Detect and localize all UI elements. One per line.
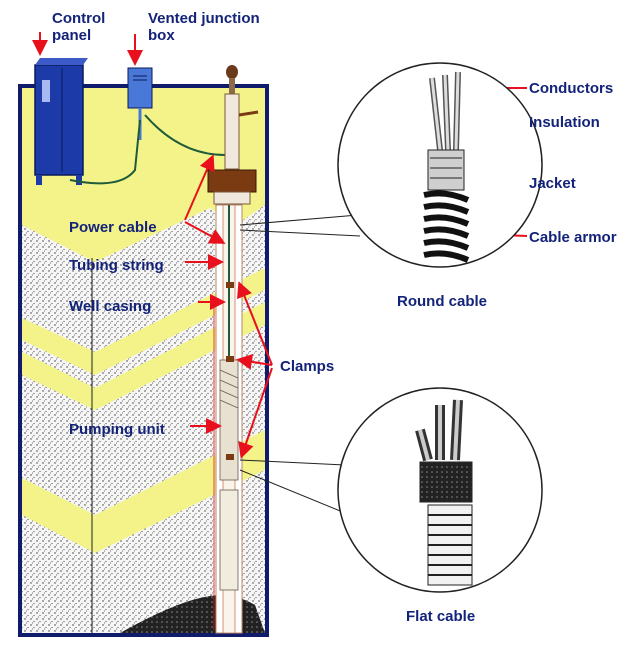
label-vented-box-2: box: [148, 27, 175, 44]
label-vented-box-1: Vented junction: [148, 10, 260, 27]
surface-cable: [69, 119, 141, 185]
label-clamps: Clamps: [280, 358, 335, 375]
label-tubing-string: Tubing string: [69, 257, 164, 274]
label-round-cable: Round cable: [397, 293, 488, 310]
junction-cable: [144, 114, 226, 156]
label-jacket: Jacket: [529, 175, 576, 192]
round-cable-detail: [337, 62, 543, 268]
label-well-casing: Well casing: [69, 298, 152, 315]
label-cable-armor: Cable armor: [529, 229, 617, 246]
label-insulation: Insulation: [529, 114, 600, 131]
label-control-panel-1: Control: [52, 10, 106, 27]
callout-line: [239, 459, 346, 466]
wellhead: [207, 65, 259, 205]
label-pumping-unit: Pumping unit: [69, 421, 165, 438]
control-panel-cabinet: [34, 58, 88, 185]
callout-line: [239, 214, 359, 226]
label-conductors: Conductors: [529, 80, 614, 97]
label-control-panel-2: panel: [52, 27, 92, 44]
flat-cable-detail: [337, 387, 543, 593]
callout-line: [239, 229, 361, 237]
casing-and-tubing: [213, 204, 243, 634]
label-power-cable: Power cable: [69, 219, 157, 236]
label-flat-cable: Flat cable: [406, 608, 476, 625]
callout-line: [239, 469, 351, 516]
